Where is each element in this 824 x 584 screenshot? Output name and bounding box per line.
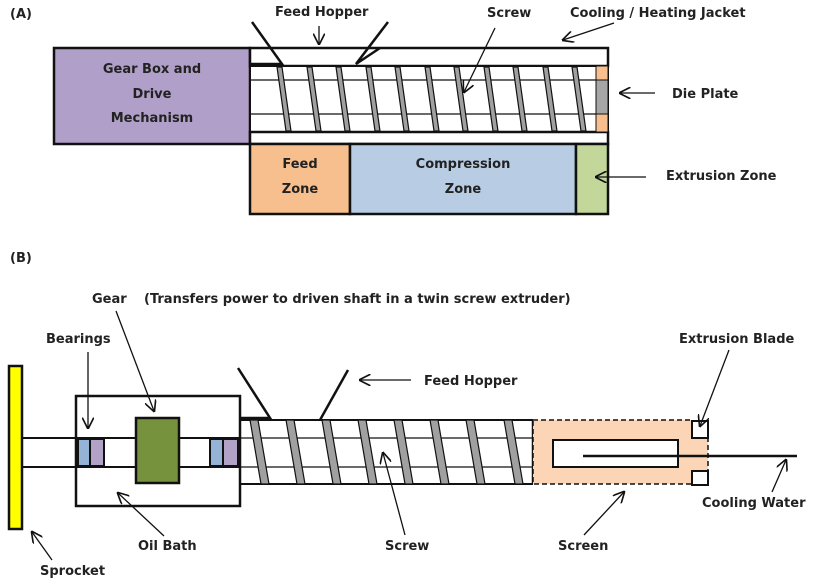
feed-hopper-label-b: Feed Hopper [424, 374, 518, 389]
gear-note-label: (Transfers power to driven shaft in a tw… [144, 292, 571, 307]
die-plate-bottom [595, 113, 609, 133]
die-plate-label: Die Plate [672, 87, 739, 102]
oil-bath-housing [74, 394, 242, 508]
extrusion-blade-label: Extrusion Blade [679, 332, 794, 347]
bearing-right-b [222, 438, 239, 467]
bearing-left-b [89, 438, 105, 467]
blade-bottom [691, 470, 709, 486]
compression-zone-label-1: Compression [416, 157, 511, 172]
screen-label: Screen [558, 539, 608, 554]
screw-flight [571, 66, 587, 132]
screen-chamber [552, 439, 679, 468]
screw-flight [335, 66, 351, 132]
gearbox-block: Gear Box and Drive Mechanism [52, 46, 252, 146]
cooling-water-label: Cooling Water [702, 496, 806, 511]
gearbox-label-3: Mechanism [111, 111, 193, 126]
screw-flight [365, 66, 381, 132]
panel-b-tag: (B) [10, 251, 32, 266]
bearings-label: Bearings [46, 332, 111, 347]
panel-b: (B) [7, 251, 806, 579]
screw-flight [483, 66, 499, 132]
screw-flight [276, 66, 292, 132]
screw-flight [465, 419, 486, 485]
die-plate-top [595, 65, 609, 81]
feed-zone-label-1: Feed [282, 157, 317, 172]
bearing-left-a [77, 438, 91, 467]
hopper-b-left-wall [236, 367, 273, 420]
cooling-water-arrow [771, 460, 786, 493]
bearing-right-a [209, 438, 224, 467]
hopper-right-wall [355, 21, 389, 66]
hopper-left-wall [250, 21, 285, 66]
panel-a-tag: (A) [10, 7, 32, 22]
zones: Feed Zone Compression Zone [248, 142, 610, 216]
screw-flight [393, 419, 414, 485]
feed-zone-label-2: Zone [282, 182, 319, 197]
screw-flight [394, 66, 410, 132]
oil-bath-arrow [118, 493, 165, 537]
screen-housing [532, 419, 797, 486]
oil-bath-label: Oil Bath [138, 539, 197, 554]
screw-arrow-b [383, 453, 406, 536]
screw-flight [424, 66, 440, 132]
jacket-bottom [248, 130, 610, 146]
extrusion-zone [574, 142, 610, 216]
gearbox-label-2: Drive [133, 87, 172, 102]
screw-flight [357, 419, 378, 485]
screw-flight [321, 419, 342, 485]
screw-flight [542, 66, 558, 132]
screw-flights-b [249, 419, 524, 485]
screw-label-a: Screw [487, 6, 531, 21]
gear [134, 416, 181, 485]
gear-label: Gear [92, 292, 127, 307]
blade-top [691, 420, 709, 439]
screw-flight [249, 419, 270, 485]
compression-zone [348, 142, 578, 216]
panel-a: (A) Gear Box and Drive Mechanism [10, 5, 777, 216]
screw-label-b: Screw [385, 539, 429, 554]
screw-flight [285, 419, 306, 485]
screw-flight [512, 66, 528, 132]
hopper-b-right-wall [318, 369, 350, 421]
screw-flight [453, 66, 469, 132]
extrusion-blade-arrow [700, 349, 730, 426]
screen-arrow [583, 492, 624, 536]
compression-zone-label-2: Zone [445, 182, 482, 197]
sprocket-label: Sprocket [40, 564, 105, 579]
barrel-b [240, 419, 535, 485]
sprocket-arrow [32, 532, 53, 561]
sprocket [7, 364, 24, 531]
screw-arrow-a [464, 27, 496, 92]
gearbox-rect [52, 46, 252, 146]
feed-hopper-a [250, 21, 389, 66]
screw-flight [306, 66, 322, 132]
screw-flight [503, 419, 524, 485]
gearbox-label-1: Gear Box and [103, 62, 201, 77]
jacket-top [248, 46, 610, 68]
die-plate-center [595, 79, 609, 115]
extrusion-zone-label: Extrusion Zone [666, 169, 777, 184]
jacket-label: Cooling / Heating Jacket [570, 6, 746, 21]
screw-flight [429, 419, 450, 485]
gear-arrow [115, 310, 154, 411]
feed-zone [248, 142, 352, 216]
barrel-a [248, 46, 610, 146]
feed-hopper-label-a: Feed Hopper [275, 5, 369, 20]
screw-flights-a [276, 66, 587, 132]
jacket-arrow [563, 22, 615, 40]
